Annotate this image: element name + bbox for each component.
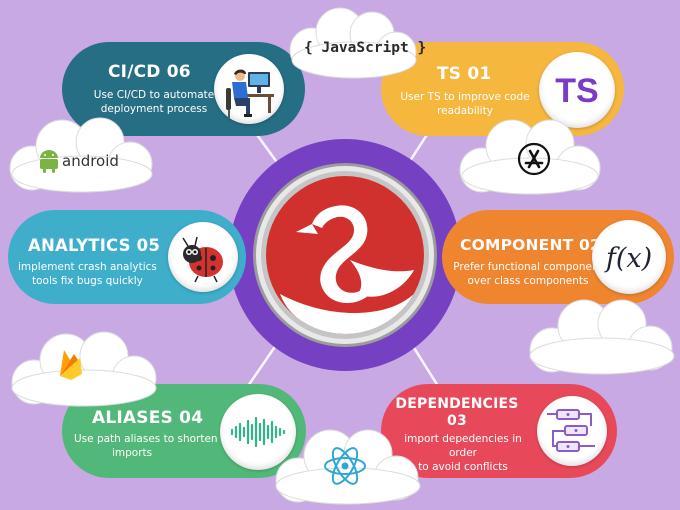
card-desc-line: imports (112, 447, 153, 459)
android-label: android (62, 152, 119, 170)
card-description: Prefer functional component over class c… (448, 260, 608, 288)
cloud-react (275, 429, 421, 505)
card-title-line: 03 (447, 413, 467, 429)
card-desc-line: over class components (467, 275, 589, 287)
card-desc-line: Use path aliases to shorten (74, 433, 218, 445)
card-desc-line: Use CI/CD to automate (93, 89, 215, 101)
card-title: DEPENDENCIES 03 (381, 396, 533, 430)
card-desc-line: implement crash analytics (18, 261, 157, 273)
card-desc-line: readability (437, 105, 493, 117)
swan-icon (280, 205, 416, 334)
function-icon-text: f(x) (604, 243, 652, 274)
cloud-javascript (289, 7, 417, 79)
flowchart-icon (537, 396, 607, 466)
javascript-label: { JavaScript } (304, 40, 427, 56)
card-description: Use CI/CD to automate deployment process (74, 88, 234, 116)
cloud-plain (529, 299, 675, 375)
card-dependencies[interactable]: DEPENDENCIES 03 import depedencies in or… (381, 384, 617, 478)
cloud-firebase (11, 331, 157, 407)
card-desc-line: User TS to improve code (400, 91, 530, 103)
card-description: User TS to improve code readability (391, 90, 539, 118)
function-icon: f(x) (592, 220, 666, 294)
card-title: TS 01 (437, 64, 492, 84)
cloud-app-store (459, 119, 601, 195)
card-analytics[interactable]: ANALYTICS 05 implement crash analytics t… (8, 210, 246, 304)
card-component[interactable]: COMPONENT 02 Prefer functional component… (442, 210, 674, 304)
card-ts[interactable]: TS 01 User TS to improve code readabilit… (381, 42, 624, 136)
typescript-icon-text: TS (555, 72, 598, 110)
card-desc-line: deployment process (100, 103, 208, 115)
card-title-line: DEPENDENCIES (395, 396, 519, 412)
card-title: ANALYTICS 05 (28, 236, 161, 255)
card-desc-line: import depedencies in order (404, 433, 522, 459)
card-desc-line: Prefer functional component (453, 261, 603, 273)
app-store-icon (517, 142, 551, 176)
cloud-android (9, 117, 153, 193)
ladybug-icon (168, 222, 238, 292)
card-title: ALIASES 04 (92, 408, 204, 428)
card-title: CI/CD 06 (108, 62, 191, 82)
firebase-icon (60, 350, 82, 380)
card-desc-line: tools fix bugs quickly (32, 275, 143, 287)
card-desc-line: to avoid conflicts (418, 461, 508, 473)
android-icon (40, 150, 58, 173)
card-description: implement crash analytics tools fix bugs… (18, 260, 168, 288)
react-icon (324, 447, 366, 485)
card-title: COMPONENT 02 (460, 236, 601, 254)
developer-at-desk-icon (214, 54, 284, 124)
swan-logo (266, 176, 424, 334)
card-description: Use path aliases to shorten imports (74, 432, 230, 460)
typescript-icon: TS (539, 52, 615, 128)
sound-wave-icon (220, 394, 296, 470)
card-description: import depedencies in order to avoid con… (389, 432, 537, 474)
